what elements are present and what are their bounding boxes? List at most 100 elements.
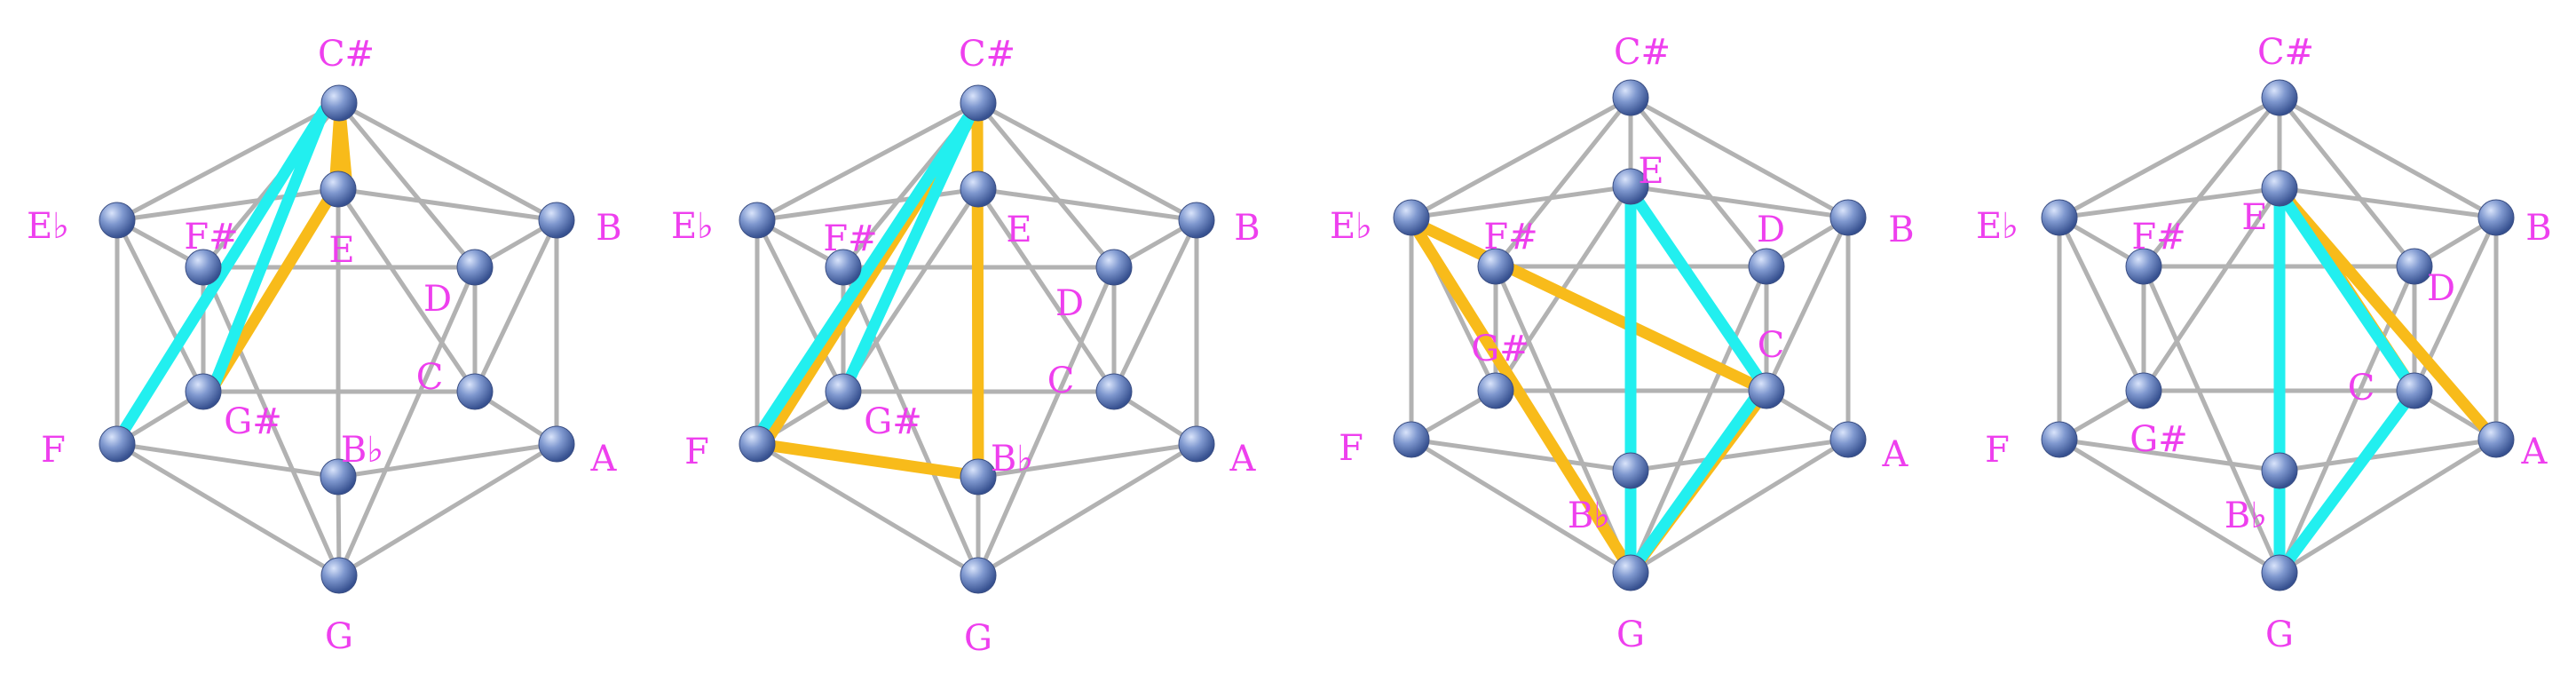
- highlight-path-orange: [2273, 182, 2499, 443]
- note-label-Eb: E♭: [27, 206, 69, 247]
- node-Cs: [1612, 79, 1649, 116]
- node-Eb: [1393, 199, 1430, 236]
- highlight-group: [2273, 182, 2499, 576]
- note-label-A: A: [1229, 439, 1257, 480]
- edge-Cs-D: [976, 100, 1117, 270]
- node-C: [1095, 373, 1133, 410]
- note-label-Cs: C#: [318, 34, 375, 75]
- node-B: [1829, 199, 1867, 236]
- node-group: [739, 84, 1215, 594]
- note-label-D: D: [2427, 268, 2455, 309]
- node-Fs: [825, 249, 862, 286]
- node-Bb: [320, 458, 357, 496]
- note-label-B: B: [1888, 210, 1914, 250]
- node-group: [2041, 79, 2515, 591]
- note-label-D: D: [1757, 210, 1785, 250]
- edge-Eb-E: [2057, 186, 2282, 220]
- edge-B-E: [1628, 184, 1851, 220]
- note-label-B: B: [2525, 208, 2551, 249]
- edge-B-C: [1764, 215, 1851, 393]
- note-label-Gs: G#: [1471, 329, 1529, 369]
- edge-Cs-B: [1628, 95, 1851, 220]
- note-label-A: A: [1882, 434, 1909, 475]
- edge-Cs-D: [336, 100, 478, 270]
- edge-C-E: [336, 186, 478, 394]
- node-Eb: [99, 202, 136, 239]
- edge-B-E: [336, 186, 559, 223]
- edge-Cs-Eb: [1409, 95, 1633, 220]
- highlight-path-orange: [753, 102, 984, 482]
- edge-Gs-E: [841, 186, 981, 394]
- note-label-B: B: [596, 208, 621, 249]
- note-label-F: F: [1985, 430, 2010, 471]
- edge-Fs-G: [1493, 264, 1633, 575]
- node-Bb: [1612, 452, 1649, 489]
- note-label-Fs: F#: [1483, 217, 1537, 258]
- node-Eb: [739, 202, 776, 239]
- edge-Eb-E: [115, 186, 341, 223]
- node-E: [960, 170, 997, 208]
- edge-D-G: [336, 265, 478, 578]
- edge-A-Bb: [336, 441, 559, 480]
- edge-F-Bb: [2057, 437, 2282, 473]
- note-label-C: C: [1758, 325, 1785, 366]
- note-label-Cs: C#: [1614, 32, 1671, 73]
- node-Bb: [960, 458, 997, 496]
- edge-A-G: [2277, 437, 2499, 575]
- note-label-Fs: F#: [184, 217, 238, 258]
- node-B: [538, 202, 575, 239]
- note-label-Bb: B♭: [1568, 496, 1610, 536]
- edge-Cs-D: [2277, 95, 2417, 269]
- note-label-Bb: B♭: [991, 439, 1033, 480]
- note-label-E: E: [2241, 197, 2267, 238]
- note-label-Gs: G#: [224, 401, 281, 442]
- node-Gs: [2125, 372, 2162, 409]
- note-label-A: A: [2521, 432, 2548, 472]
- note-label-E: E: [1638, 151, 1663, 192]
- note-label-Eb: E♭: [1330, 206, 1372, 247]
- edge-Eb-E: [1409, 184, 1633, 220]
- node-D: [2396, 248, 2433, 285]
- edge-B-E: [976, 186, 1199, 223]
- node-Gs: [1477, 372, 1514, 409]
- edge-F-G: [1409, 437, 1633, 575]
- edge-A-Bb: [976, 441, 1199, 480]
- note-label-D: D: [1055, 283, 1084, 324]
- note-label-C: C: [2348, 368, 2375, 408]
- edge-Cs-Fs: [1493, 95, 1633, 269]
- edge-D-G: [1628, 264, 1769, 575]
- edge-Cs-Eb: [755, 100, 981, 223]
- edge-Fs-G: [2141, 264, 2282, 575]
- node-D: [456, 249, 494, 286]
- note-label-C: C: [416, 357, 444, 398]
- edge-A-G: [976, 441, 1199, 578]
- node-A: [538, 425, 575, 463]
- note-label-Gs: G#: [864, 401, 921, 442]
- note-label-Bb: B♭: [2224, 496, 2267, 536]
- edge-F-Bb: [115, 441, 341, 480]
- note-label-C: C: [1047, 361, 1075, 401]
- note-label-F: F: [684, 432, 709, 472]
- node-G: [960, 557, 997, 594]
- edge-A-Bb: [2277, 437, 2499, 473]
- node-Bb: [2261, 452, 2298, 489]
- note-label-Eb: E♭: [671, 206, 714, 247]
- node-E: [1612, 168, 1649, 205]
- node-Eb: [2041, 199, 2078, 236]
- note-label-G: G: [325, 616, 353, 657]
- note-label-B: B: [1234, 208, 1260, 249]
- edge-Cs-B: [2277, 95, 2499, 220]
- node-Fs: [2125, 248, 2162, 285]
- edge-B-C: [1111, 218, 1199, 394]
- edge-F-G: [755, 441, 981, 578]
- edge-C-E: [976, 186, 1117, 394]
- node-C: [1748, 372, 1785, 409]
- edge-Cs-D: [1628, 95, 1769, 269]
